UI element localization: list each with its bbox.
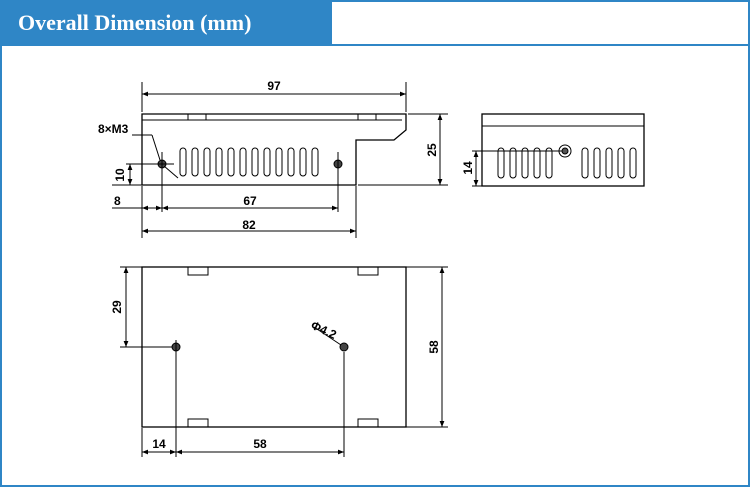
hole-diameter-callout: Φ4.2 (309, 318, 339, 342)
dim-8: 8 (114, 194, 121, 208)
front-vent-slots (179, 147, 319, 177)
dim-29: 29 (110, 300, 124, 314)
front-view (112, 82, 448, 238)
dim-14-side: 14 (461, 161, 475, 175)
dim-25: 25 (425, 143, 439, 157)
page-title: Overall Dimension (mm) (2, 2, 332, 44)
dim-67: 67 (243, 194, 257, 208)
dim-14: 14 (152, 437, 166, 451)
top-view (120, 266, 448, 457)
side-vent-slots (497, 147, 637, 179)
dim-58-horizontal: 58 (253, 437, 267, 451)
dim-58-vertical: 58 (427, 340, 441, 354)
top-hole-right (339, 342, 349, 352)
title-underline (2, 44, 748, 46)
dim-10: 10 (113, 168, 127, 182)
side-view (472, 113, 645, 187)
dim-97: 97 (267, 79, 281, 93)
hole-callout-8xm3: 8×M3 (98, 122, 129, 136)
dim-82: 82 (242, 218, 256, 232)
